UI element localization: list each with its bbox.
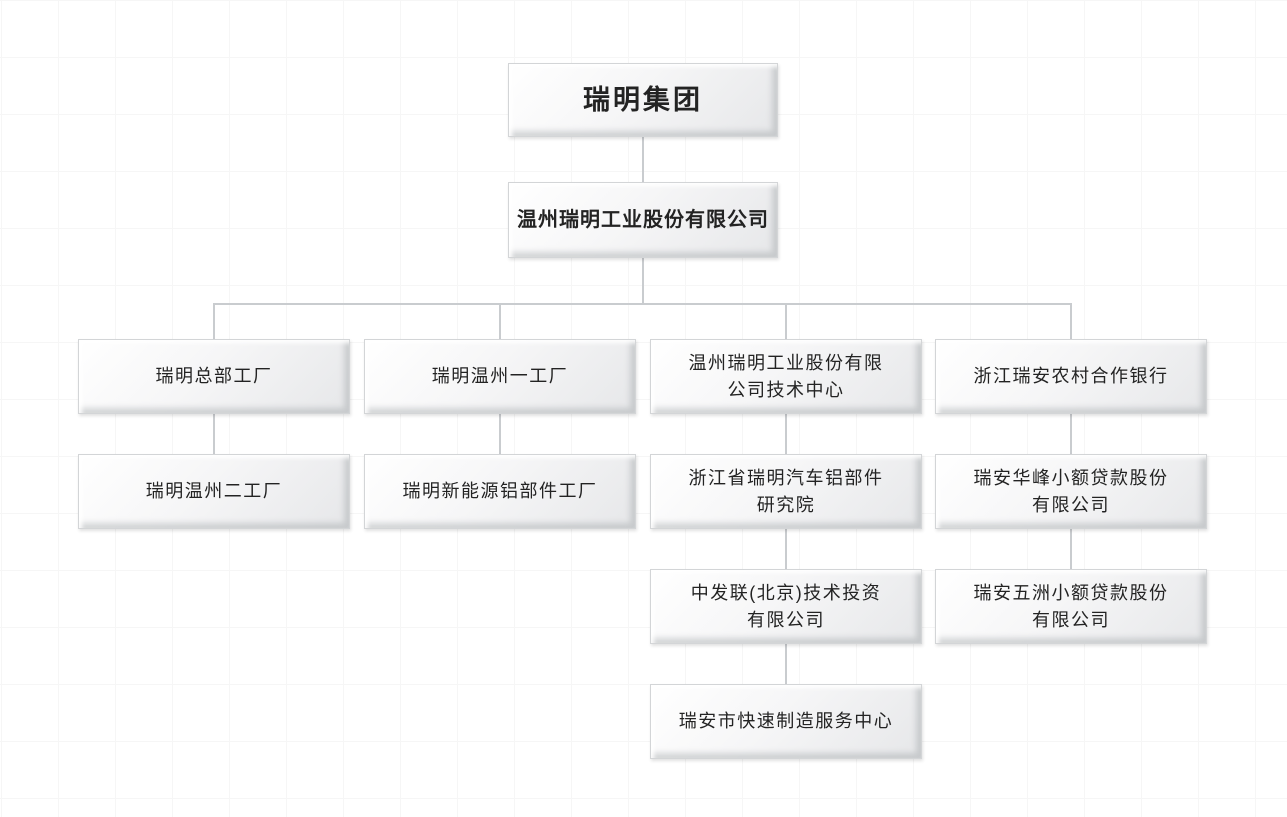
org-node-label: 瑞明总部工厂 [155,366,273,386]
connector-col3-r1-r2 [785,414,787,454]
connector-hq-down [642,257,644,304]
org-node-label: 瑞明新能源铝部件工厂 [402,481,598,501]
connector-col1-r1-r2 [213,414,215,454]
org-node-label: 温州瑞明工业股份有限 公司技术中心 [688,352,884,400]
connector-col2-r1-r2 [499,414,501,454]
org-node-rapid-mfg-center: 瑞安市快速制造服务中心 [650,684,922,759]
org-node-label: 中发联(北京)技术投资 有限公司 [690,582,882,630]
org-node-beijing-investment: 中发联(北京)技术投资 有限公司 [650,569,922,644]
connector-col4-r2-r3 [1070,529,1072,569]
connector-root-to-hq [642,137,644,182]
org-node-group-root: 瑞明集团 [508,63,778,137]
connector-col3-r3-r4 [785,644,787,684]
org-node-new-energy-factory: 瑞明新能源铝部件工厂 [364,454,636,529]
org-node-label: 瑞明温州一工厂 [431,366,569,386]
org-node-wenzhou-factory-1: 瑞明温州一工厂 [364,339,636,414]
org-node-holding-company: 温州瑞明工业股份有限公司 [508,182,778,258]
org-node-label: 温州瑞明工业股份有限公司 [517,208,769,231]
connector-drop-col4 [1070,303,1072,339]
org-node-research-institute: 浙江省瑞明汽车铝部件 研究院 [650,454,922,529]
org-node-label: 浙江省瑞明汽车铝部件 研究院 [688,467,884,515]
org-node-label: 瑞明集团 [583,84,703,115]
org-node-label: 瑞安市快速制造服务中心 [678,711,894,731]
org-node-wenzhou-factory-2: 瑞明温州二工厂 [78,454,350,529]
connector-drop-col3 [785,303,787,339]
org-node-tech-center: 温州瑞明工业股份有限 公司技术中心 [650,339,922,414]
org-node-label: 瑞安五洲小额贷款股份 有限公司 [973,582,1169,630]
org-node-hq-factory: 瑞明总部工厂 [78,339,350,414]
connector-col4-r1-r2 [1070,414,1072,454]
org-node-rural-bank: 浙江瑞安农村合作银行 [935,339,1207,414]
org-node-wuzhou-microloan: 瑞安五洲小额贷款股份 有限公司 [935,569,1207,644]
connector-col3-r2-r3 [785,529,787,569]
org-node-huafeng-microloan: 瑞安华峰小额贷款股份 有限公司 [935,454,1207,529]
org-node-label: 浙江瑞安农村合作银行 [973,366,1169,386]
connector-drop-col1 [213,303,215,339]
org-node-label: 瑞安华峰小额贷款股份 有限公司 [973,467,1169,515]
org-node-label: 瑞明温州二工厂 [145,481,283,501]
connector-branch-horizontal [213,303,1072,305]
connector-drop-col2 [499,303,501,339]
